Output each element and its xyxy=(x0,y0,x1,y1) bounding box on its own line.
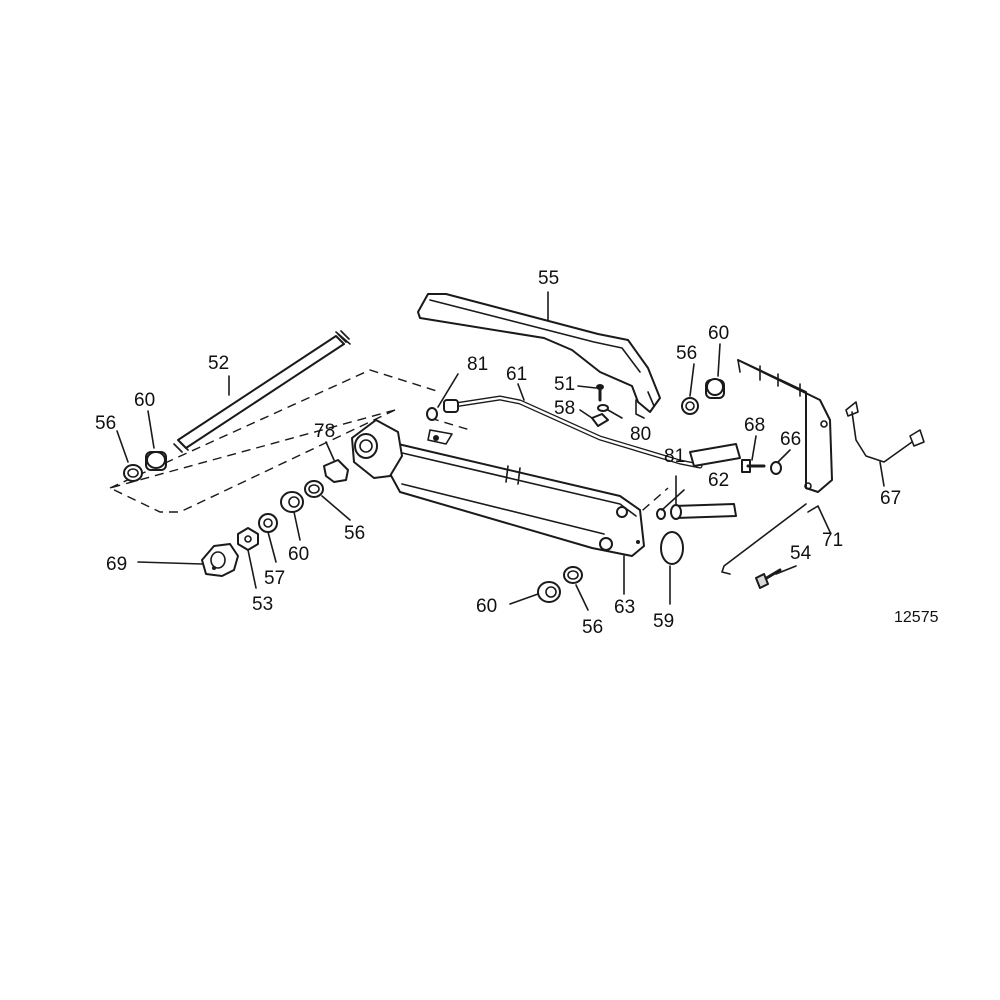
callout-81-lower: 81 xyxy=(664,446,685,467)
part-56-bushing-center xyxy=(304,480,324,498)
callout-61: 61 xyxy=(506,364,527,385)
callout-59: 59 xyxy=(653,611,674,632)
part-63-cylinder xyxy=(351,419,645,557)
part-59-disc xyxy=(660,531,684,565)
part-66-washer xyxy=(770,461,782,475)
callout-53: 53 xyxy=(252,594,273,615)
part-57-washer xyxy=(258,513,278,533)
callout-57: 57 xyxy=(264,568,285,589)
part-56-bushing-lower xyxy=(563,566,583,584)
callout-60-left: 60 xyxy=(134,390,155,411)
callout-66: 66 xyxy=(780,429,801,450)
part-60-sleeve-left xyxy=(145,451,167,471)
part-51-screw xyxy=(596,384,604,402)
callout-56-center: 56 xyxy=(344,523,365,544)
part-58-nut xyxy=(591,413,609,427)
callout-81-upper: 81 xyxy=(467,354,488,375)
callout-78: 78 xyxy=(314,421,335,442)
callout-63: 63 xyxy=(614,597,635,618)
part-56-bushing-upper-right xyxy=(681,397,699,415)
part-81-oring-lower xyxy=(656,508,666,520)
part-61-tube xyxy=(443,395,741,469)
callout-56-left: 56 xyxy=(95,413,116,434)
part-53-nut xyxy=(237,527,259,551)
callout-55: 55 xyxy=(538,268,559,289)
assembly-dashed-outline xyxy=(108,369,441,513)
leader-lines xyxy=(116,291,885,611)
callout-68: 68 xyxy=(744,415,765,436)
callout-58: 58 xyxy=(554,398,575,419)
callout-67: 67 xyxy=(880,488,901,509)
callout-52: 52 xyxy=(208,353,229,374)
part-81-oring-upper xyxy=(426,407,438,421)
callout-60-upper-right: 60 xyxy=(708,323,729,344)
part-71-bracket-plate xyxy=(721,359,833,575)
callout-60-lower: 60 xyxy=(476,596,497,617)
part-56-bushing-left xyxy=(123,464,143,482)
callout-80: 80 xyxy=(630,424,651,445)
part-68-bolt xyxy=(741,459,766,473)
callout-56-lower: 56 xyxy=(582,617,603,638)
part-69-cap xyxy=(201,543,239,577)
part-54-screw xyxy=(755,568,782,589)
part-60-sleeve-lower xyxy=(537,581,561,603)
assembly-dashed-link xyxy=(429,417,669,531)
callout-62: 62 xyxy=(708,470,729,491)
part-52-shaft xyxy=(173,330,351,453)
part-78-bushing-half xyxy=(323,459,349,483)
callout-56-upper-right: 56 xyxy=(676,343,697,364)
part-80-washer xyxy=(597,404,609,412)
callout-labels: 55 52 60 56 81 61 51 58 80 56 60 68 66 6… xyxy=(95,268,939,638)
callout-51: 51 xyxy=(554,374,575,395)
callout-71: 71 xyxy=(822,530,843,551)
callout-60-center: 60 xyxy=(288,544,309,565)
part-60-sleeve-center xyxy=(280,491,304,513)
reference-number: 12575 xyxy=(894,609,939,626)
part-60-sleeve-upper-right xyxy=(705,378,725,399)
part-62-pin xyxy=(670,503,737,520)
part-67-cable xyxy=(845,401,925,463)
callout-69: 69 xyxy=(106,554,127,575)
callout-54: 54 xyxy=(790,543,812,564)
part-55-steering-arm xyxy=(417,293,661,419)
